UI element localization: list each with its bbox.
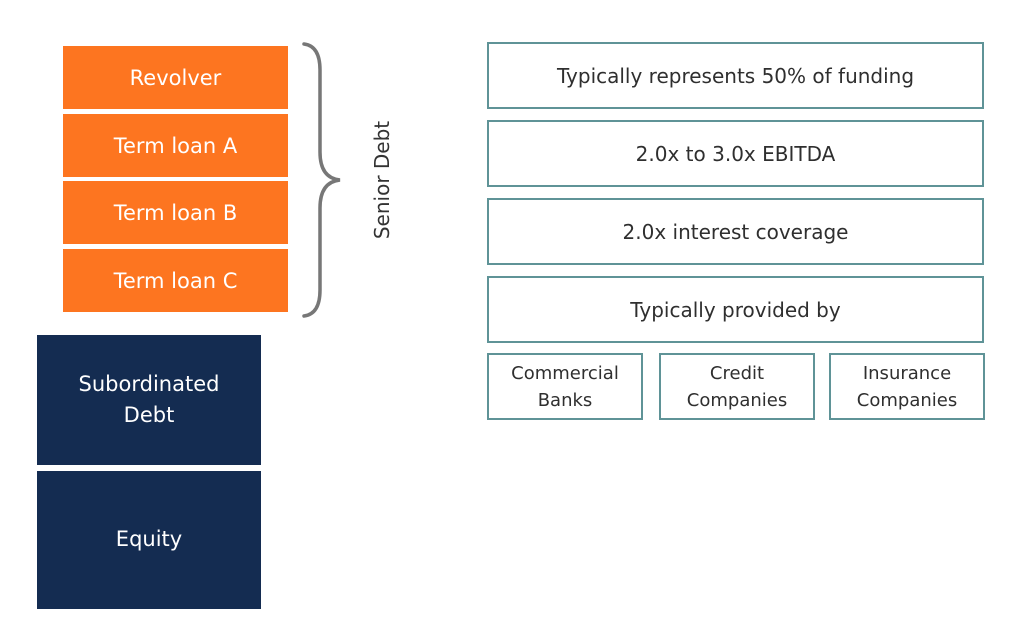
interest-coverage-text: 2.0x interest coverage [622, 219, 849, 244]
term-loan-a-box: Term loan A [63, 114, 288, 177]
curly-brace-icon [302, 42, 341, 318]
ebitda-multiple-box: 2.0x to 3.0x EBITDA [487, 120, 984, 187]
interest-coverage-box: 2.0x interest coverage [487, 198, 984, 265]
provided-by-text: Typically provided by [630, 297, 841, 322]
credit-companies-text: Credit Companies [686, 362, 788, 411]
credit-companies-box: Credit Companies [659, 353, 815, 420]
funding-share-text: Typically represents 50% of funding [556, 63, 915, 88]
term-loan-c-label: Term loan C [113, 268, 238, 293]
commercial-banks-text: Commercial Banks [511, 362, 619, 411]
revolver-box: Revolver [63, 46, 288, 109]
term-loan-c-box: Term loan C [63, 249, 288, 312]
provided-by-box: Typically provided by [487, 276, 984, 343]
ebitda-multiple-text: 2.0x to 3.0x EBITDA [635, 141, 836, 166]
equity-box: Equity [37, 471, 261, 609]
insurance-companies-text: Insurance Companies [856, 362, 958, 411]
brace-path [302, 42, 341, 318]
term-loan-b-label: Term loan B [113, 200, 238, 225]
subordinated-debt-label: Subordinated Debt [78, 371, 220, 428]
funding-share-box: Typically represents 50% of funding [487, 42, 984, 109]
equity-label: Equity [115, 527, 183, 552]
term-loan-b-box: Term loan B [63, 181, 288, 244]
subordinated-debt-box: Subordinated Debt [37, 335, 261, 465]
senior-debt-label: Senior Debt [370, 120, 394, 240]
term-loan-a-label: Term loan A [113, 133, 238, 158]
insurance-companies-box: Insurance Companies [829, 353, 985, 420]
revolver-label: Revolver [129, 65, 222, 90]
commercial-banks-box: Commercial Banks [487, 353, 643, 420]
